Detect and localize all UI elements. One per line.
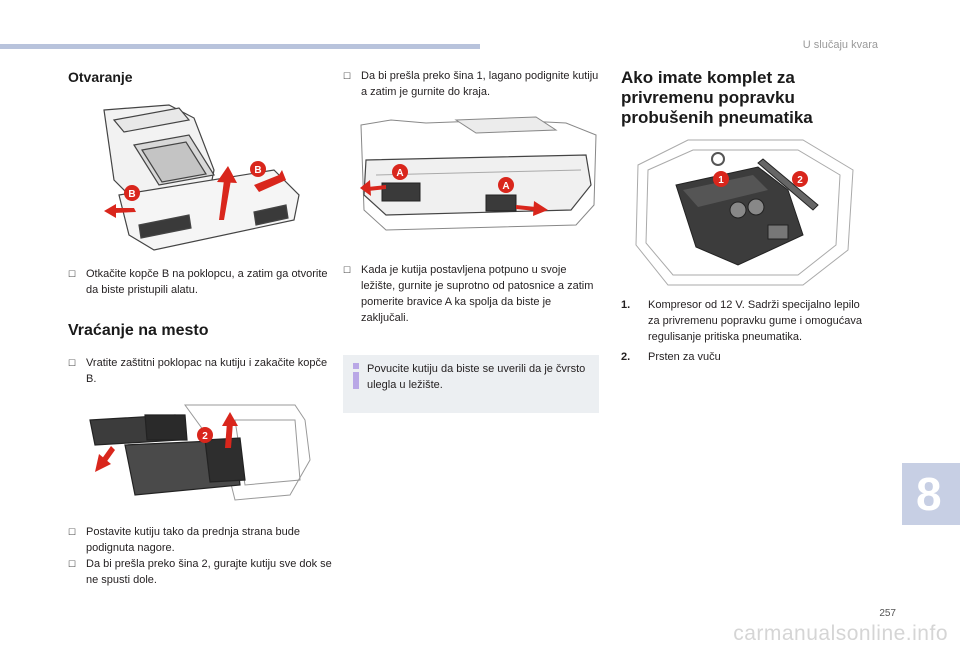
callout-2 (197, 427, 213, 443)
chapter-tab: 8 (902, 463, 960, 525)
return-instruction-text: Vratite zaštitni poklopac na kutiju i za… (86, 357, 328, 385)
bullet-icon: ☐ (343, 265, 352, 275)
info-icon (353, 363, 359, 389)
section-title-return: Vraćanje na mesto (68, 322, 209, 339)
middle-instruction-bottom: ☐ Kada je kutija postavljena potpuno u sv… (343, 262, 601, 326)
install-illustration: A A (360, 116, 597, 231)
callout-b-2-label: B (128, 189, 135, 200)
header-bar (0, 44, 480, 49)
kit-item: 1. Kompresor od 12 V. Sadrži specijalno … (621, 297, 871, 345)
callout-a-1 (392, 164, 408, 180)
chapter-number: 8 (916, 468, 942, 520)
callout-b-2 (124, 185, 140, 201)
callout-2-label: 2 (202, 431, 208, 442)
bullet-icon: ☐ (68, 527, 77, 537)
info-note-text: Povucite kutiju da biste se uverili da j… (367, 363, 586, 391)
return-steps: ☐ Postavite kutiju tako da prednja strana… (68, 524, 333, 588)
bullet-icon: ☐ (68, 358, 77, 368)
chapter-title: U slučaju kvara (802, 39, 878, 51)
return-step-2: Da bi prešla preko šina 2, gurajte kutij… (86, 558, 332, 586)
kit-item-text: Prsten za vuču (648, 351, 721, 363)
open-instruction-text: Otkačite kopče B na poklopcu, a zatim ga… (86, 268, 328, 296)
callout-a-2-label: A (502, 181, 509, 192)
kit-item-text: Kompresor od 12 V. Sadrži specijalno lep… (648, 299, 863, 343)
return-illustration: 2 (89, 404, 311, 501)
callout-b-1 (250, 161, 266, 177)
open-illustration: B B (103, 104, 300, 251)
callout-a-1-label: A (396, 168, 403, 179)
section-title-open: Otvaranje (68, 69, 133, 85)
info-note: Povucite kutiju da biste se uverili da j… (343, 355, 599, 413)
kit-item-number: 1. (621, 299, 631, 311)
middle-instruction-bottom-text: Kada je kutija postavljena potpuno u svo… (361, 264, 594, 324)
kit-items-list: 1. Kompresor od 12 V. Sadrži specijalno … (621, 297, 871, 369)
section-title-kit: Ako imate komplet za privremenu popravku… (621, 68, 813, 127)
callout-1-label: 1 (718, 175, 724, 186)
repair-kit-illustration: 1 2 (635, 139, 854, 286)
bullet-icon: ☐ (68, 269, 77, 279)
page-number: 257 (879, 608, 896, 619)
kit-item: 2. Prsten za vuču (621, 349, 871, 365)
callout-2-kit-label: 2 (797, 175, 803, 186)
bullet-icon: ☐ (68, 559, 77, 569)
bullet-icon: ☐ (343, 71, 352, 81)
callout-a-2 (498, 177, 514, 193)
middle-instruction-top: ☐ Da bi prešla preko šina 1, lagano podig… (343, 68, 601, 100)
middle-instruction-top-text: Da bi prešla preko šina 1, lagano podign… (361, 70, 599, 98)
kit-item-number: 2. (621, 351, 631, 363)
return-step-1: Postavite kutiju tako da prednja strana … (86, 526, 301, 554)
return-instruction: ☐ Vratite zaštitni poklopac na kutiju i z… (68, 355, 328, 387)
watermark: carmanualsonline.info (733, 622, 948, 645)
open-instruction: ☐ Otkačite kopče B na poklopcu, a zatim g… (68, 266, 328, 298)
callout-1 (713, 171, 729, 187)
callout-b-1-label: B (254, 165, 261, 176)
callout-2-kit (792, 171, 808, 187)
